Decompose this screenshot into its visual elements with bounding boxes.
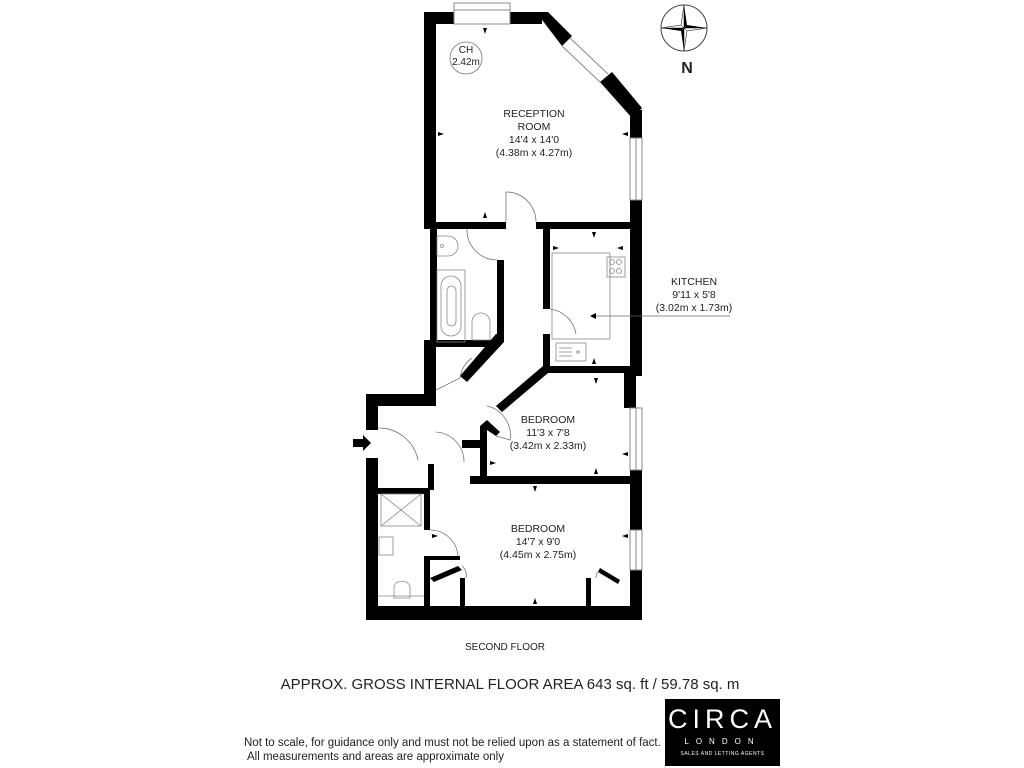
ceiling-height-marker bbox=[449, 41, 483, 75]
room-metric: (3.42m x 2.33m) bbox=[509, 440, 587, 452]
door-swings bbox=[377, 191, 599, 579]
fixtures bbox=[378, 235, 626, 599]
room-label-bedroom-1: BEDROOM 11'3 x 7'8 (3.42m x 2.33m) bbox=[488, 414, 608, 453]
windows bbox=[453, 2, 643, 571]
room-label-bedroom-2: BEDROOM 14'7 x 9'0 (4.45m x 2.75m) bbox=[478, 523, 598, 562]
entrance-arrow-icon bbox=[353, 435, 371, 451]
logo-city: LONDON bbox=[684, 737, 761, 746]
disclaimer: Not to scale, for guidance only and must… bbox=[244, 736, 661, 764]
room-name: RECEPTION bbox=[503, 108, 565, 120]
room-name: ROOM bbox=[517, 121, 551, 133]
measure-arrows bbox=[432, 28, 628, 604]
north-label: N bbox=[681, 60, 693, 77]
gross-area-text: APPROX. GROSS INTERNAL FLOOR AREA 643 sq… bbox=[280, 676, 740, 693]
disclaimer-line: Not to scale, for guidance only and must… bbox=[244, 737, 661, 749]
logo-tagline: SALES AND LETTING AGENTS bbox=[680, 751, 765, 757]
ch-value: 2.42m bbox=[452, 57, 480, 68]
room-name: BEDROOM bbox=[510, 523, 566, 535]
room-name: KITCHEN bbox=[670, 276, 718, 288]
ceiling-height-label: CH 2.42m bbox=[446, 45, 486, 69]
compass-icon bbox=[660, 4, 708, 52]
walls bbox=[366, 12, 642, 620]
floor-label: SECOND FLOOR bbox=[464, 642, 545, 653]
ch-text: CH bbox=[458, 45, 474, 56]
logo-name: CIRCA bbox=[667, 704, 777, 734]
disclaimer-line: All measurements and areas are approxima… bbox=[247, 751, 504, 763]
room-label-kitchen: KITCHEN 9'11 x 5'8 (3.02m x 1.73m) bbox=[644, 276, 744, 315]
room-metric: (4.38m x 4.27m) bbox=[495, 147, 573, 159]
room-name: BEDROOM bbox=[520, 414, 576, 426]
room-imperial: 9'11 x 5'8 bbox=[672, 289, 716, 301]
room-imperial: 11'3 x 7'8 bbox=[526, 427, 570, 439]
agency-logo: CIRCA LONDON SALES AND LETTING AGENTS bbox=[665, 699, 780, 766]
room-label-reception: RECEPTION ROOM 14'4 x 14'0 (4.38m x 4.27… bbox=[474, 108, 594, 160]
room-imperial: 14'7 x 9'0 bbox=[515, 536, 561, 548]
room-imperial: 14'4 x 14'0 bbox=[508, 134, 560, 146]
room-metric: (4.45m x 2.75m) bbox=[499, 549, 577, 561]
room-metric: (3.02m x 1.73m) bbox=[655, 302, 733, 314]
